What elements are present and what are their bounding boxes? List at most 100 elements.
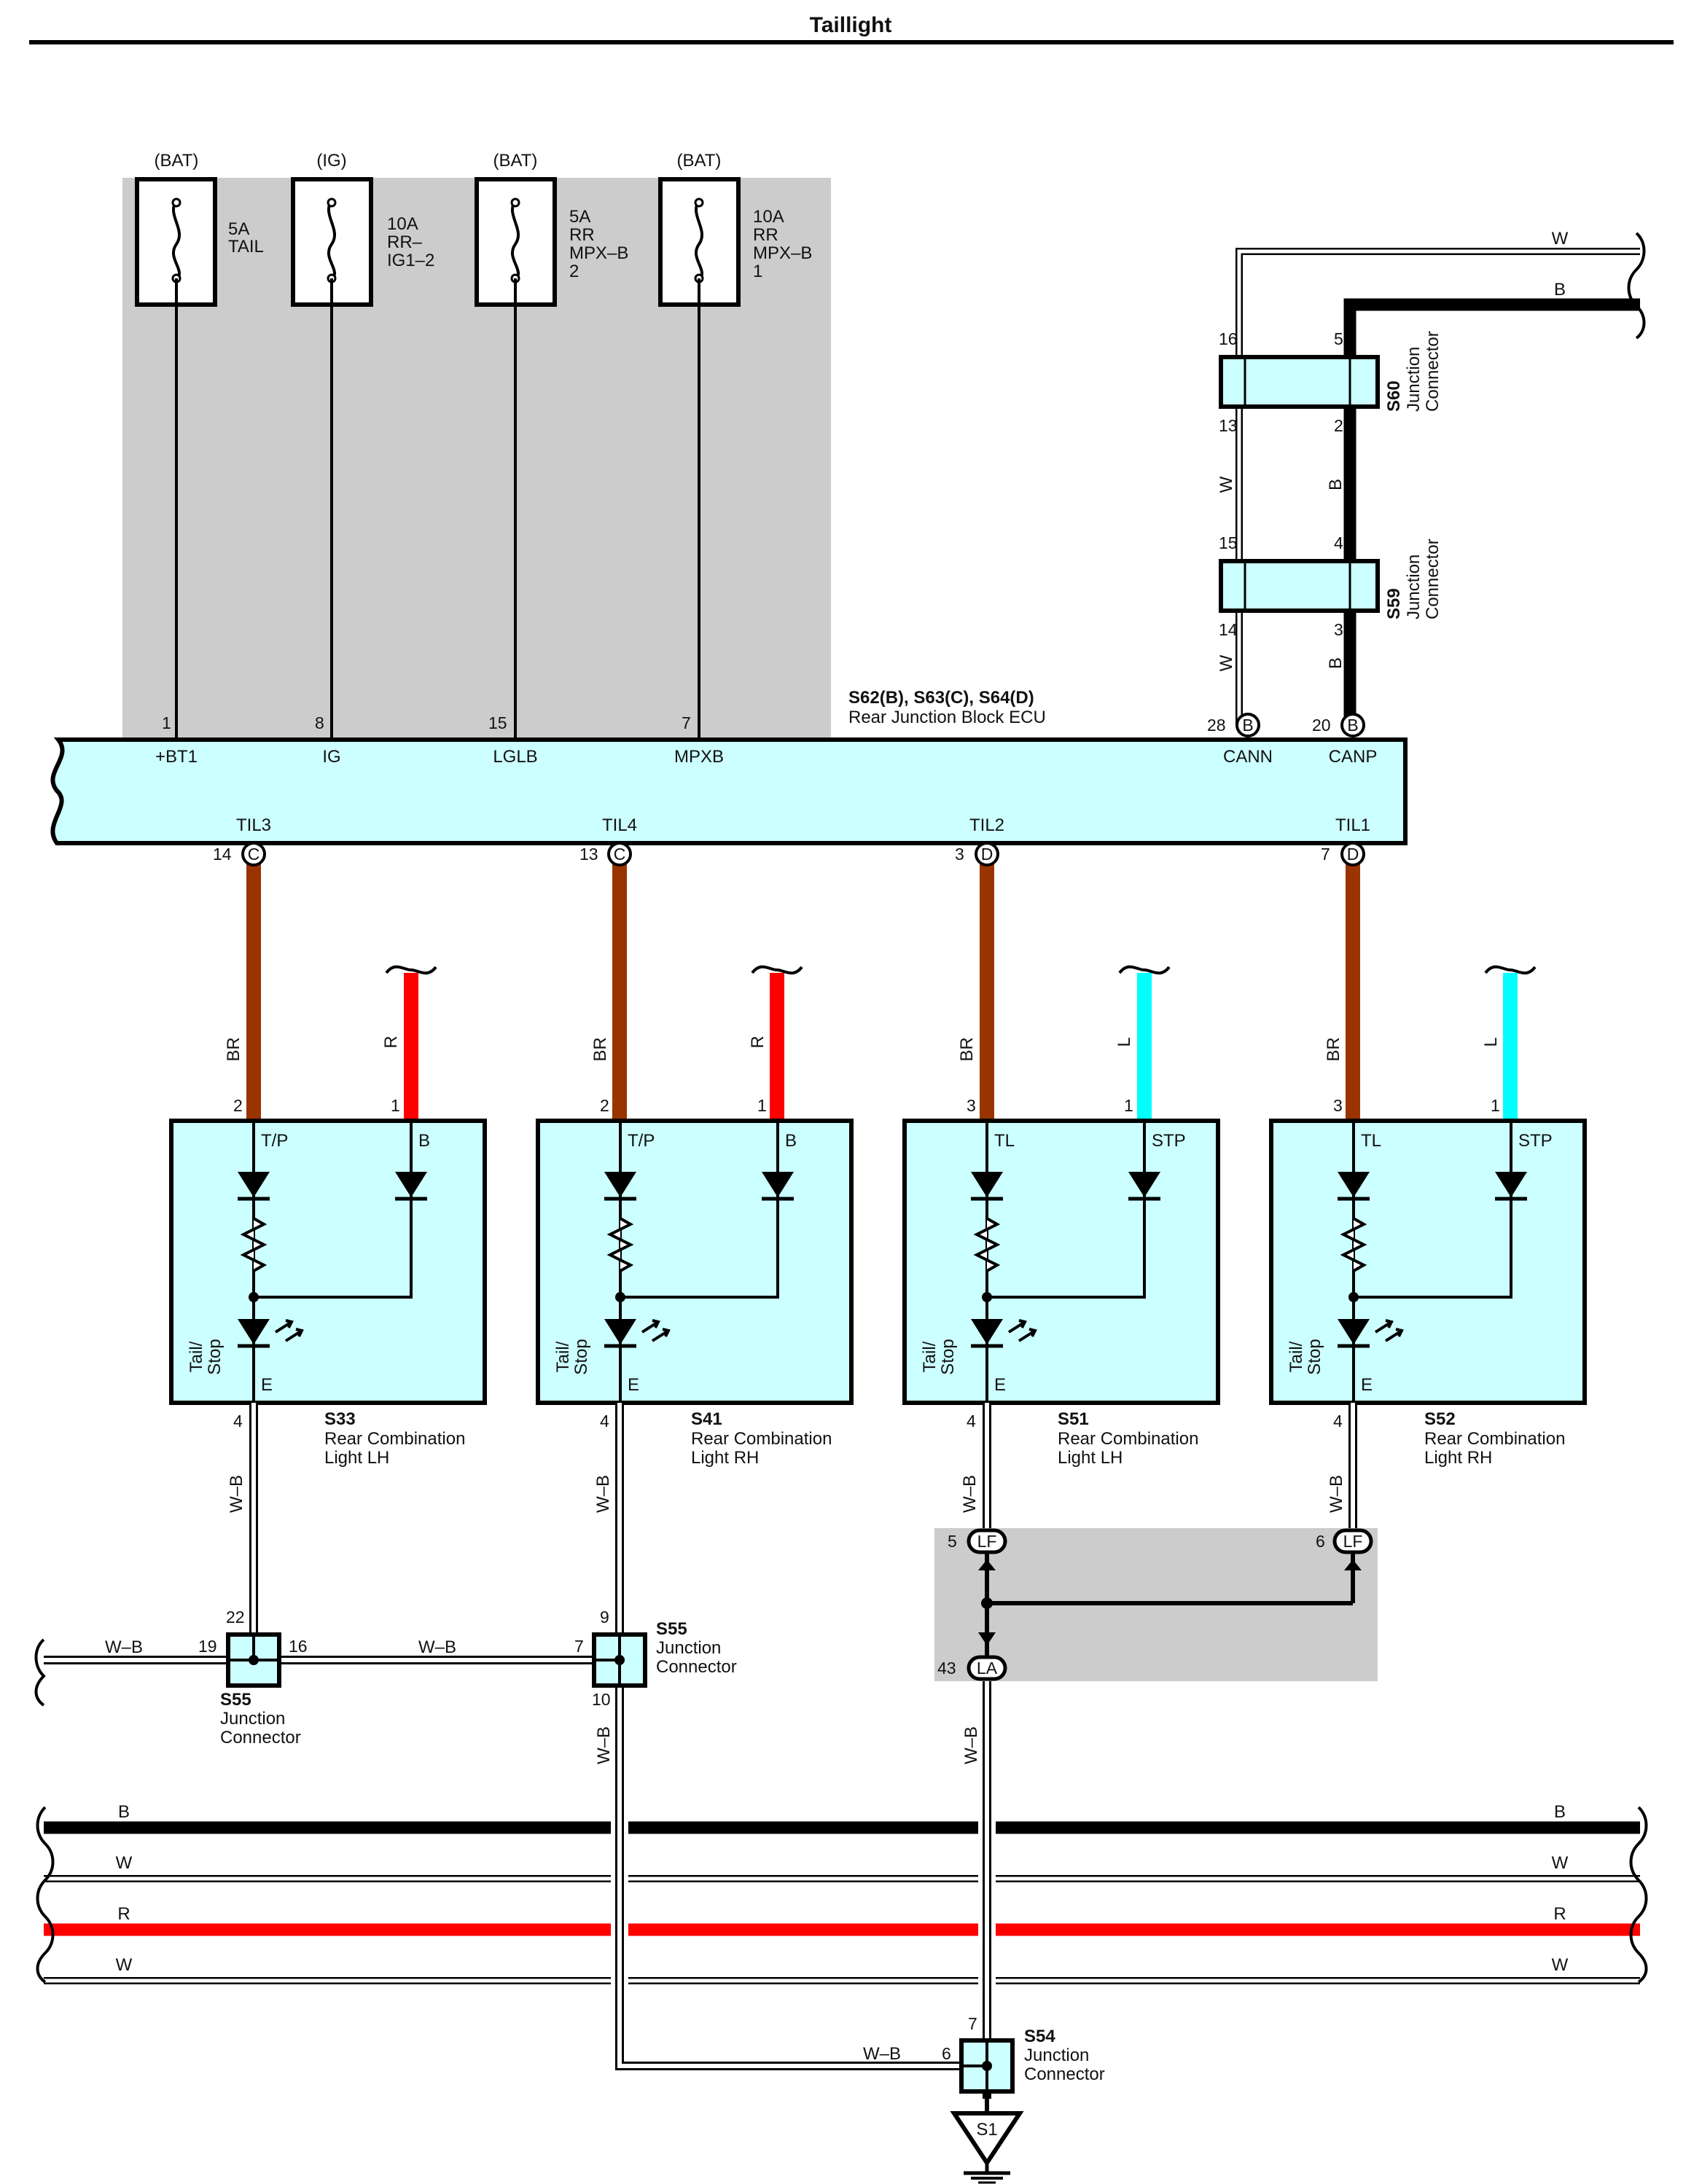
wire-color-label: W–B xyxy=(593,1475,613,1513)
wire-color-label: W–B xyxy=(227,1475,246,1513)
fuse-source: (BAT) xyxy=(155,151,199,171)
side-label: Tail/ xyxy=(187,1341,206,1372)
fuse-source: (IG) xyxy=(316,151,346,171)
bus-wire-label: B xyxy=(1554,1802,1566,1822)
light-id: S52 xyxy=(1424,1409,1456,1429)
pin-number: 1 xyxy=(391,1096,400,1115)
svg-text:S54: S54 xyxy=(1024,2027,1055,2046)
pin-number: 1 xyxy=(757,1096,767,1115)
wire-color-label: W–B xyxy=(960,1475,980,1513)
svg-text:4: 4 xyxy=(1334,533,1343,552)
svg-text:Junction: Junction xyxy=(1404,347,1424,412)
svg-text:C: C xyxy=(248,845,260,864)
svg-text:S1: S1 xyxy=(976,2120,997,2140)
side-label: Stop xyxy=(1305,1339,1324,1374)
svg-text:LF: LF xyxy=(1343,1532,1363,1551)
svg-text:CANP: CANP xyxy=(1329,747,1378,767)
junction-s55-right: 9 7 10 S55 Junction Connector W–B xyxy=(574,1608,737,1764)
fuse-source: (BAT) xyxy=(677,151,722,171)
pin-number: 1 xyxy=(1491,1096,1500,1115)
svg-text:14: 14 xyxy=(1219,620,1238,639)
can-wire-label-w: W xyxy=(1217,654,1236,671)
light-id: S41 xyxy=(691,1409,722,1429)
terminal-label: T/P xyxy=(628,1131,655,1151)
svg-text:W–B: W–B xyxy=(863,2044,901,2064)
ecu-terminal: LGLB xyxy=(493,747,537,767)
secondary-wires xyxy=(385,965,1537,1128)
svg-text:19: 19 xyxy=(198,1637,217,1656)
fuse-name-line: TAIL xyxy=(228,237,264,257)
terminal-label: E xyxy=(1361,1375,1373,1395)
terminal-label: E xyxy=(628,1375,639,1395)
side-label: Stop xyxy=(571,1339,591,1374)
svg-text:S60: S60 xyxy=(1384,380,1404,412)
can-wire-label-w: W xyxy=(1217,476,1236,493)
svg-text:W–B: W–B xyxy=(961,1726,981,1764)
svg-text:5: 5 xyxy=(948,1532,957,1551)
svg-text:7: 7 xyxy=(1321,845,1330,864)
svg-text:22: 22 xyxy=(226,1608,245,1627)
can-wire-label-w: W xyxy=(1552,229,1569,248)
terminal-label: E xyxy=(261,1375,273,1395)
svg-text:Connector: Connector xyxy=(1423,539,1443,619)
svg-text:6: 6 xyxy=(942,2044,951,2063)
bus-wire-label: W xyxy=(116,1853,133,1873)
pin-number: 4 xyxy=(233,1412,243,1430)
svg-text:10: 10 xyxy=(592,1690,611,1709)
svg-text:Connector: Connector xyxy=(220,1728,301,1747)
svg-text:S55: S55 xyxy=(656,1619,687,1639)
wire-color-label: BR xyxy=(590,1037,610,1061)
svg-text:W–B: W–B xyxy=(105,1637,143,1657)
svg-text:9: 9 xyxy=(600,1608,609,1627)
svg-text:Connector: Connector xyxy=(1423,331,1443,412)
svg-text:D: D xyxy=(1347,845,1359,864)
light-name: Rear Combination xyxy=(324,1429,465,1449)
fuse-name-line: RR xyxy=(569,225,595,245)
fuse-rating: 5A xyxy=(569,207,590,227)
bus-wire-label: R xyxy=(117,1904,130,1924)
svg-text:3: 3 xyxy=(955,845,964,864)
light-name: Light LH xyxy=(324,1448,389,1468)
junction-s59: 15 4 14 3 S59 Junction Connector xyxy=(1219,533,1443,639)
bus-wire-label: R xyxy=(1553,1904,1566,1924)
svg-text:Connector: Connector xyxy=(1024,2064,1105,2084)
wire-color-label: L xyxy=(1481,1037,1501,1046)
bus-wire-label: W xyxy=(1552,1853,1569,1873)
title-rule xyxy=(29,40,1674,44)
terminal-label: T/P xyxy=(261,1131,288,1151)
svg-text:7: 7 xyxy=(574,1637,584,1656)
fuse-rating: 10A xyxy=(387,214,418,234)
svg-text:2: 2 xyxy=(1334,416,1343,435)
bus-wire-label: W xyxy=(1552,1955,1569,1975)
fuse-group: (BAT) 5A TAIL (IG) 10A RR– IG1–2 (BAT) 5… xyxy=(135,151,812,740)
svg-text:TIL4: TIL4 xyxy=(602,815,637,835)
svg-text:TIL3: TIL3 xyxy=(236,815,271,835)
light-name: Rear Combination xyxy=(1058,1429,1198,1449)
svg-text:B: B xyxy=(1347,716,1358,735)
pin-number: 2 xyxy=(233,1096,243,1115)
svg-text:S55: S55 xyxy=(220,1690,251,1710)
fuse-name-line: 1 xyxy=(753,262,762,281)
svg-text:LF: LF xyxy=(977,1532,997,1551)
side-label: Tail/ xyxy=(553,1341,573,1372)
ground-wiring: W–B W–B xyxy=(34,1403,1357,2099)
svg-text:Junction: Junction xyxy=(1404,555,1424,619)
can-wire-label-b: B xyxy=(1554,280,1566,300)
side-label: Tail/ xyxy=(1287,1341,1306,1372)
svg-text:TIL2: TIL2 xyxy=(969,815,1004,835)
svg-text:16: 16 xyxy=(1219,329,1238,348)
ground-point-icon xyxy=(950,2111,1024,2167)
light-name: Light RH xyxy=(691,1448,759,1468)
junction-s55-left: 22 19 16 S55 Junction Connector xyxy=(198,1608,308,1747)
svg-text:Connector: Connector xyxy=(656,1657,737,1677)
fuse-rating: 5A xyxy=(228,219,249,239)
pin-number: 1 xyxy=(1124,1096,1133,1115)
page-title: Taillight xyxy=(810,13,892,37)
light-name: Light LH xyxy=(1058,1448,1123,1468)
side-label: Stop xyxy=(205,1339,225,1374)
svg-text:43: 43 xyxy=(937,1659,956,1678)
wire-color-label: L xyxy=(1115,1037,1134,1046)
